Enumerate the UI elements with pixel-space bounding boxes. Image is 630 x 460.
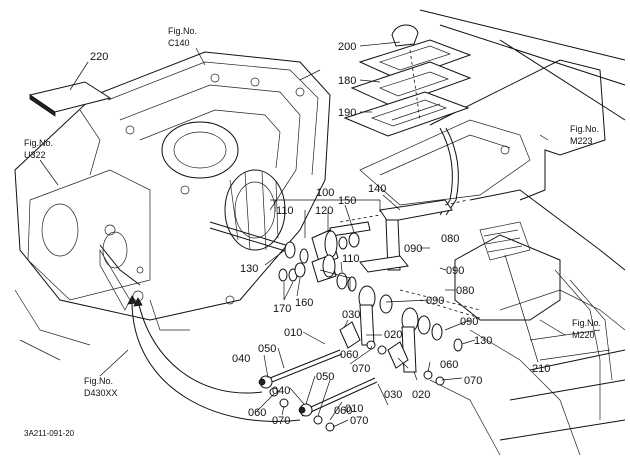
part-210-label: 210 [532, 363, 550, 375]
operators-manual-icon [28, 81, 112, 117]
step-frame-drawing [359, 9, 626, 456]
part-110-label-lower: 110 [342, 253, 360, 265]
shift-arm-140 [329, 199, 469, 273]
part-190-label: 190 [338, 107, 356, 119]
part-180-label: 180 [338, 75, 356, 87]
part-030-label-lower: 030 [384, 389, 402, 401]
fig-ref-m220-number: M220 [572, 330, 595, 340]
part-050-label-upper: 050 [258, 343, 276, 355]
part-080-label-1: 080 [441, 233, 459, 245]
part-040-label-lower: 040 [272, 385, 290, 397]
part-080-label-2: 080 [456, 285, 474, 297]
part-090-label-2: 090 [446, 265, 464, 277]
part-070-label-right: 070 [464, 375, 482, 387]
part-120-label: 120 [315, 205, 333, 217]
fig-ref-m223-number: M223 [570, 136, 593, 146]
shaft-assembly-100 [209, 221, 360, 292]
fig-ref-m220-caption: Fig.No. [572, 318, 601, 328]
part-130-label-upper: 130 [240, 263, 258, 275]
fig-ref-c140-caption: Fig.No. [168, 26, 197, 36]
part-010-label-lower: 010 [345, 403, 363, 415]
fig-ref-d430xx-number: D430XX [84, 388, 118, 398]
part-060-label-lower-left: 060 [248, 407, 266, 419]
drawing-code: 3A211-091-20 [24, 429, 75, 438]
figure-references: Fig.No. C140 Fig.No. U322 Fig.No. M223 F… [24, 26, 601, 398]
part-200-label: 200 [338, 41, 356, 53]
fig-ref-d430xx-caption: Fig.No. [84, 376, 113, 386]
part-070-label-lower-right: 070 [350, 415, 368, 427]
leader-lines [69, 41, 566, 428]
fig-ref-m223-caption: Fig.No. [570, 124, 599, 134]
fig-ref-u322-number: U322 [24, 150, 46, 160]
connection-arrows [99, 244, 301, 422]
part-020-label-upper: 020 [384, 329, 402, 341]
part-020-label-lower: 020 [412, 389, 430, 401]
part-090-label-1: 090 [404, 243, 422, 255]
part-100-label: 100 [316, 187, 334, 199]
fig-ref-c140-number: C140 [168, 38, 190, 48]
part-160-label: 160 [295, 297, 313, 309]
part-040-label-upper: 040 [232, 353, 250, 365]
part-130-label-lower: 130 [474, 335, 492, 347]
part-060-label-lower-right: 060 [334, 405, 352, 417]
part-150-label: 150 [338, 195, 356, 207]
part-220-label: 220 [90, 51, 108, 63]
shift-gate-plates [343, 24, 472, 216]
part-140-label: 140 [368, 183, 386, 195]
shift-rods [258, 321, 445, 432]
part-050-label-lower: 050 [316, 371, 334, 383]
part-170-label: 170 [273, 303, 291, 315]
part-110-label-upper: 110 [276, 205, 294, 217]
fig-ref-u322-caption: Fig.No. [24, 138, 53, 148]
part-070-label-upper: 070 [352, 363, 370, 375]
part-010-label-upper: 010 [284, 327, 302, 339]
transmission-case-drawing [14, 51, 331, 361]
part-060-label-right: 060 [440, 359, 458, 371]
part-number-labels: 220 200 180 190 100 110 120 150 140 130 … [90, 41, 550, 427]
part-030-label-upper: 030 [342, 309, 360, 321]
part-090-label-4: 090 [460, 316, 478, 328]
shift-levers [358, 285, 481, 373]
part-090-label-3: 090 [426, 295, 444, 307]
part-060-label-upper: 060 [340, 349, 358, 361]
part-070-label-lower-left: 070 [272, 415, 290, 427]
